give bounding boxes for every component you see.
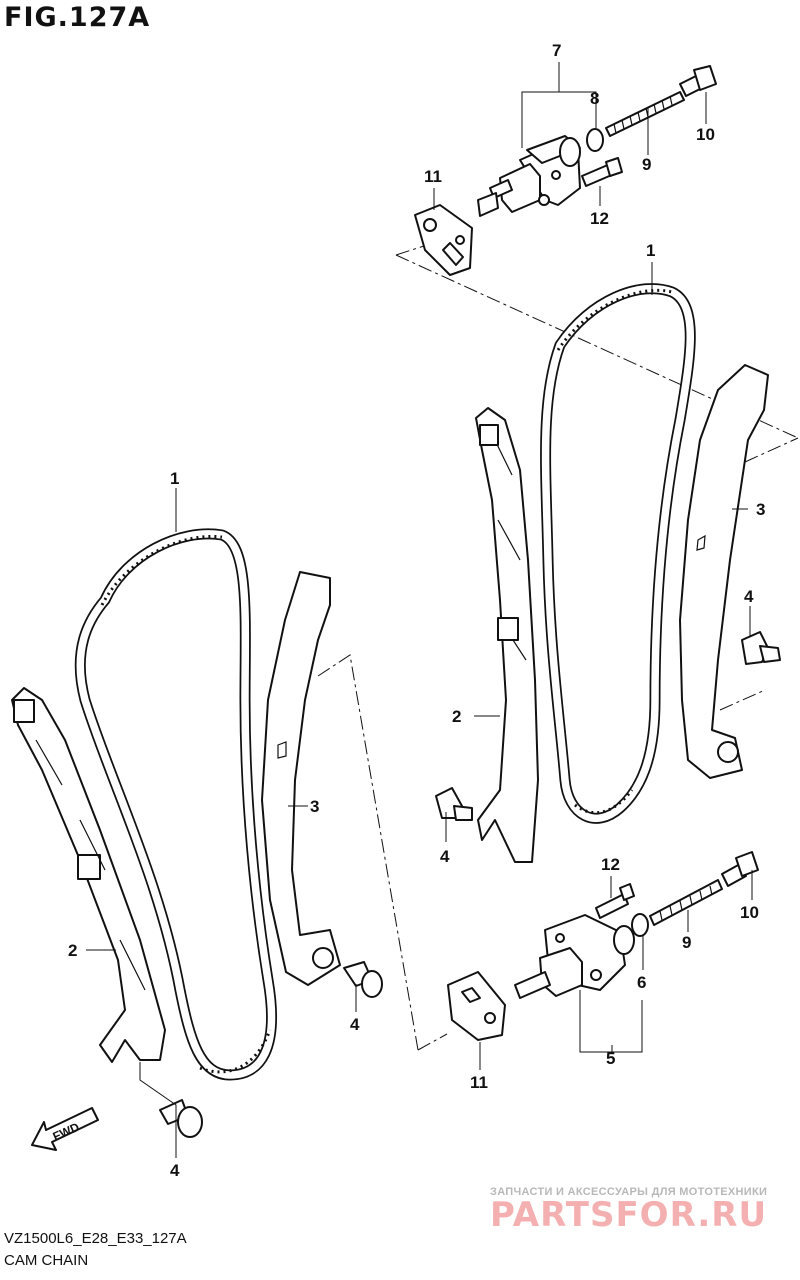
spring-bottom <box>649 879 723 926</box>
callout-11-bottom: 11 <box>470 1073 488 1092</box>
callout-9-top: 9 <box>642 155 651 174</box>
chain-guide-left <box>11 687 166 1063</box>
small-bolt-bottom <box>595 883 635 919</box>
callout-3-right: 3 <box>756 500 765 519</box>
chain-adjuster-left <box>261 571 341 986</box>
diagram-code: VZ1500L6_E28_E33_127A <box>4 1230 187 1247</box>
washer-top <box>586 128 604 152</box>
callout-10-bottom: 10 <box>740 903 759 922</box>
callout-4-right-a: 4 <box>744 587 754 606</box>
callout-10-top: 10 <box>696 125 715 144</box>
small-bolt-top <box>581 157 623 187</box>
washer-bottom <box>631 913 649 937</box>
tensioner-body-top <box>477 135 581 217</box>
watermark-logo: PARTSFOR.RU <box>490 1195 767 1235</box>
watermark-caption: ЗАПЧАСТИ И АКСЕССУАРЫ ДЛЯ МОТОТЕХНИКИ <box>490 1186 768 1198</box>
pivot-bolt-right-b <box>435 787 473 821</box>
callout-3-left: 3 <box>310 797 319 816</box>
top-tensioner-assembly <box>414 65 717 276</box>
bolt-bottom <box>721 851 759 887</box>
callout-12-top: 12 <box>590 209 609 228</box>
callout-4-left-b: 4 <box>170 1161 180 1180</box>
pivot-bolt-right-a <box>741 631 781 665</box>
cam-chain-right <box>540 283 696 824</box>
fwd-label: FWD <box>51 1120 82 1144</box>
callout-2-left: 2 <box>68 941 77 960</box>
callout-4-left-a: 4 <box>350 1015 360 1034</box>
callout-8-top: 8 <box>590 89 599 108</box>
callout-4-right-b: 4 <box>440 847 450 866</box>
gasket-top <box>414 204 473 276</box>
bolt-top <box>679 65 717 97</box>
callout-1-right: 1 <box>646 241 655 260</box>
chain-guide-right <box>475 407 539 863</box>
callout-9-bottom: 9 <box>682 933 691 952</box>
diagram-name: CAM CHAIN <box>4 1252 89 1269</box>
fwd-arrow: FWD <box>31 1107 99 1151</box>
pivot-bolt-left-a <box>343 961 383 998</box>
cam-chain-left <box>74 528 277 1081</box>
figure-title: FIG.127A <box>4 2 151 33</box>
gasket-bottom <box>447 971 506 1041</box>
pivot-bolt-left-b <box>159 1099 203 1138</box>
callout-2-right: 2 <box>452 707 461 726</box>
callouts: 7 8 9 10 11 12 1 2 3 4 4 1 2 3 4 4 12 10… <box>68 41 765 1180</box>
chain-adjuster-right <box>679 364 769 779</box>
leader-lines <box>86 62 753 1158</box>
callout-6-bottom: 6 <box>637 973 646 992</box>
tensioner-body-bottom <box>514 914 635 999</box>
callout-5-bottom: 5 <box>606 1049 615 1068</box>
callout-12-bottom: 12 <box>601 855 620 874</box>
callout-7-top: 7 <box>552 41 561 60</box>
spring-top <box>605 91 685 137</box>
callout-11-top: 11 <box>424 167 442 186</box>
callout-1-left: 1 <box>170 469 179 488</box>
bottom-tensioner-assembly <box>447 851 759 1041</box>
